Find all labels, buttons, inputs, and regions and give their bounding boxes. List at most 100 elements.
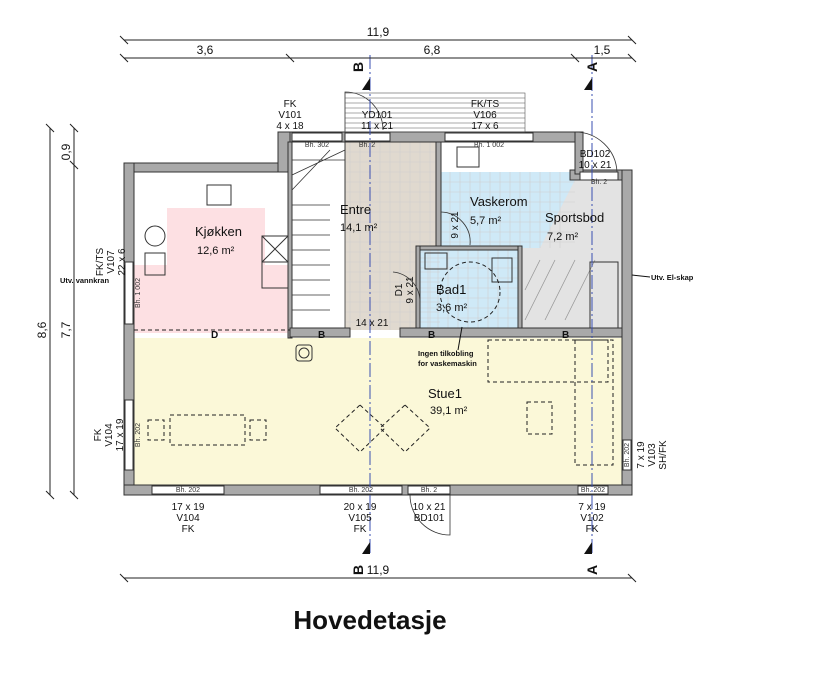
svg-text:10 x 21: 10 x 21 (579, 160, 612, 171)
svg-text:3,6: 3,6 (197, 43, 214, 57)
svg-text:D1: D1 (394, 283, 405, 296)
svg-text:B: B (350, 565, 366, 575)
svg-text:Bh. 1 002: Bh. 1 002 (474, 142, 504, 149)
svg-text:Bh. 202: Bh. 202 (581, 487, 605, 494)
svg-text:Bh. 2: Bh. 2 (591, 179, 607, 186)
svg-text:FK: FK (586, 524, 599, 535)
svg-text:9 x 21: 9 x 21 (450, 211, 461, 239)
svg-text:9 x 21: 9 x 21 (405, 276, 416, 304)
room-stue1[interactable] (134, 338, 622, 485)
svg-text:Kjøkken: Kjøkken (195, 224, 242, 239)
svg-text:11,9: 11,9 (367, 563, 390, 577)
svg-text:Vaskerom: Vaskerom (470, 194, 528, 209)
svg-text:Bh. 2: Bh. 2 (421, 487, 437, 494)
svg-text:4 x 18: 4 x 18 (276, 121, 304, 132)
svg-text:14,1 m²: 14,1 m² (340, 222, 378, 234)
svg-text:17 x 19: 17 x 19 (172, 502, 205, 513)
room-kitchen-lower (134, 265, 290, 333)
svg-text:B: B (428, 330, 435, 341)
toilet-icon (491, 257, 513, 283)
svg-text:6,8: 6,8 (424, 43, 441, 57)
svg-text:0,9: 0,9 (59, 143, 73, 160)
svg-text:B: B (318, 330, 325, 341)
svg-text:Ingen tilkobling: Ingen tilkobling (418, 349, 474, 358)
svg-text:V106: V106 (473, 110, 497, 121)
svg-text:10 x 21: 10 x 21 (413, 502, 446, 513)
balcony-deck (344, 92, 526, 133)
svg-text:Bh. 202: Bh. 202 (349, 487, 373, 494)
oven-icon (261, 261, 289, 289)
svg-text:3,6 m²: 3,6 m² (436, 302, 468, 314)
svg-text:Utv. El-skap: Utv. El-skap (651, 273, 694, 282)
storage-hatch (524, 259, 596, 321)
svg-text:FK: FK (182, 524, 195, 535)
svg-text:V104: V104 (176, 513, 200, 524)
laundry-sink-icon (456, 146, 480, 168)
stove-icon (206, 184, 232, 206)
svg-text:V107: V107 (106, 250, 117, 274)
svg-text:8,6: 8,6 (35, 321, 49, 338)
svg-text:B: B (562, 330, 569, 341)
fireplace-icon (295, 344, 313, 362)
electric-cabinet-icon (589, 261, 619, 329)
fixtures (144, 146, 619, 362)
dimension-lines: 11,9 3,6 6,8 1,5 11,9 8,6 0,9 7,7 (35, 25, 637, 583)
svg-text:Sportsbod: Sportsbod (545, 210, 604, 225)
svg-text:5,7 m²: 5,7 m² (470, 215, 502, 227)
svg-text:Bh. 202: Bh. 202 (176, 487, 200, 494)
staircase[interactable] (291, 141, 346, 331)
svg-text:39,1 m²: 39,1 m² (430, 405, 468, 417)
svg-text:for vaskemaskin: for vaskemaskin (418, 359, 477, 368)
svg-text:7,7: 7,7 (59, 321, 73, 338)
opening-labels: FK V101 4 x 18 YD101 11 x 21 FK/TS V106 … (93, 99, 669, 535)
svg-text:FK: FK (354, 524, 367, 535)
svg-text:12,6 m²: 12,6 m² (197, 245, 235, 257)
svg-text:V105: V105 (348, 513, 372, 524)
svg-text:14 x 21: 14 x 21 (356, 318, 389, 329)
svg-text:B: B (350, 62, 366, 72)
svg-text:A: A (584, 565, 600, 575)
furniture (147, 339, 614, 466)
svg-text:Bh. 2: Bh. 2 (359, 142, 375, 149)
svg-text:V103: V103 (647, 443, 658, 467)
svg-text:V101: V101 (278, 110, 302, 121)
svg-text:Utv. vannkran: Utv. vannkran (60, 276, 109, 285)
floor-title: Hovedetasje (293, 605, 447, 635)
svg-text:20 x 19: 20 x 19 (344, 502, 377, 513)
svg-text:FK: FK (93, 428, 104, 441)
svg-text:BD102: BD102 (580, 149, 611, 160)
washbasin-icon (424, 252, 448, 270)
svg-text:FK: FK (284, 99, 297, 110)
room-sportsbod[interactable] (520, 180, 622, 330)
svg-text:V102: V102 (580, 513, 604, 524)
svg-text:Bh. 202: Bh. 202 (624, 443, 631, 467)
svg-text:A: A (584, 62, 600, 72)
sill-height-labels: Bh. 302 Bh. 2 Bh. 1 002 Bh. 2 Bh. 202 Bh… (135, 142, 631, 494)
svg-text:Bh. 1 002: Bh. 1 002 (135, 278, 142, 308)
sink-icon (144, 225, 166, 247)
svg-text:17 x 6: 17 x 6 (471, 121, 499, 132)
svg-text:FK/TS: FK/TS (95, 248, 106, 277)
svg-text:Bad1: Bad1 (436, 282, 466, 297)
windows[interactable] (124, 132, 632, 495)
svg-text:D: D (211, 330, 218, 341)
svg-text:Bh. 302: Bh. 302 (305, 142, 329, 149)
svg-text:Entre: Entre (340, 202, 371, 217)
dishwasher-icon (144, 252, 166, 276)
section-markers: B A B A (350, 62, 600, 575)
svg-text:YD101: YD101 (362, 110, 393, 121)
svg-text:Bh. 202: Bh. 202 (135, 423, 142, 447)
svg-text:1,5: 1,5 (594, 43, 611, 57)
svg-text:V104: V104 (104, 423, 115, 447)
svg-text:11 x 21: 11 x 21 (361, 121, 393, 132)
svg-text:17 x 19: 17 x 19 (115, 418, 126, 451)
svg-text:FK/TS: FK/TS (471, 99, 500, 110)
beam-markers: D B B B (211, 330, 569, 341)
room-labels: Kjøkken 12,6 m² Entre 14,1 m² Vaskerom 5… (195, 194, 604, 417)
svg-text:SH/FK: SH/FK (658, 440, 669, 470)
svg-text:7 x 19: 7 x 19 (578, 502, 606, 513)
svg-text:7,2 m²: 7,2 m² (547, 231, 579, 243)
svg-text:BD101: BD101 (414, 513, 445, 524)
svg-text:22 x 6: 22 x 6 (117, 248, 128, 276)
